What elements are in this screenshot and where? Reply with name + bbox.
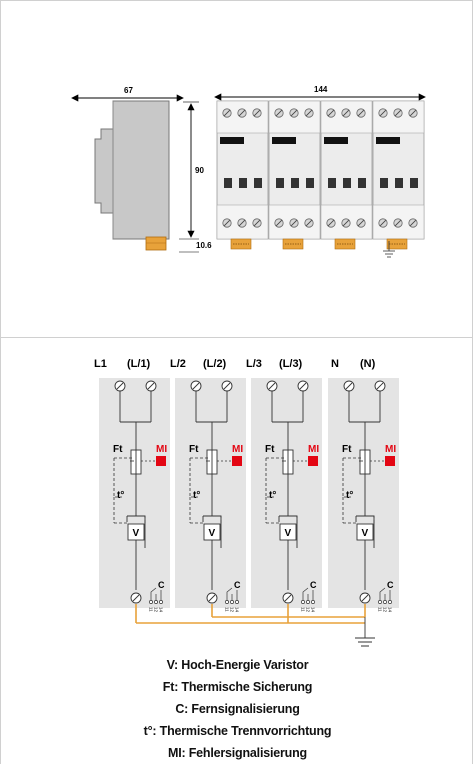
dimension-drawing-panel: 67 90 10.6 144 <box>0 0 473 338</box>
side-view <box>94 100 170 251</box>
ft-label: Ft <box>342 444 352 455</box>
phase-label: N <box>331 358 339 370</box>
mi-label: MI <box>232 444 243 455</box>
pin-label: 14 <box>159 607 164 613</box>
dim-height: 90 <box>195 166 204 175</box>
pin-label: 14 <box>235 607 240 613</box>
dim-depth: 67 <box>124 86 133 95</box>
phase-label-alt: (L/2) <box>203 358 227 370</box>
c-label: C <box>310 580 317 590</box>
t-label: t° <box>117 490 124 501</box>
legend-line-remote-signal: C: Fernsignalisierung <box>175 702 300 716</box>
ft-label: Ft <box>113 444 123 455</box>
v-label: V <box>133 528 140 539</box>
pin-label: 12 <box>306 607 311 613</box>
earth-ground-icon <box>355 637 375 647</box>
pin-label: 12 <box>383 607 388 613</box>
fault-indicator-icon <box>232 456 242 466</box>
fault-indicator-icon <box>156 456 166 466</box>
t-label: t° <box>269 490 276 501</box>
pin-label: 11 <box>301 607 306 612</box>
front-module <box>268 100 321 250</box>
front-module <box>372 100 425 250</box>
ft-label: Ft <box>265 444 275 455</box>
pin-label: 11 <box>225 607 230 612</box>
fault-indicator-icon <box>385 456 395 466</box>
phase-label-alt: (L/1) <box>127 358 151 370</box>
legend-line-fault-indicator: MI: Fehlersignalisierung <box>168 746 307 760</box>
legend-line-varistor: V: Hoch-Energie Varistor <box>166 658 309 672</box>
mi-label: MI <box>308 444 319 455</box>
mi-label: MI <box>156 444 167 455</box>
mi-label: MI <box>385 444 396 455</box>
phase-label: L/2 <box>170 358 186 370</box>
t-label: t° <box>346 490 353 501</box>
pin-label: 14 <box>311 607 316 613</box>
phase-label-alt: (N) <box>360 358 376 370</box>
earth-bus <box>135 604 375 647</box>
pin-label: 12 <box>154 607 159 613</box>
t-label: t° <box>193 490 200 501</box>
legend-line-fuse: Ft: Thermische Sicherung <box>162 680 313 694</box>
front-view <box>216 100 425 258</box>
pin-label: 11 <box>149 607 154 612</box>
v-label: V <box>362 528 369 539</box>
dimension-drawing: 67 90 10.6 144 <box>71 85 426 258</box>
legend-line-disconnector: t°: Thermische Trennvorrichtung <box>143 724 332 738</box>
phase-label: L/3 <box>246 358 262 370</box>
c-label: C <box>387 580 394 590</box>
dim-foot: 10.6 <box>196 241 212 250</box>
fault-indicator-icon <box>308 456 318 466</box>
phase-label-alt: (L/3) <box>279 358 303 370</box>
ft-label: Ft <box>189 444 199 455</box>
c-label: C <box>158 580 165 590</box>
pin-label: 14 <box>388 607 393 613</box>
front-module <box>320 100 373 250</box>
pin-label: 12 <box>230 607 235 613</box>
v-label: V <box>209 528 216 539</box>
phase-label: L1 <box>94 358 107 370</box>
c-label: C <box>234 580 241 590</box>
front-module <box>216 100 269 250</box>
v-label: V <box>285 528 292 539</box>
dim-width: 144 <box>314 85 328 94</box>
ground-icon <box>383 241 395 258</box>
pin-label: 11 <box>378 607 383 612</box>
